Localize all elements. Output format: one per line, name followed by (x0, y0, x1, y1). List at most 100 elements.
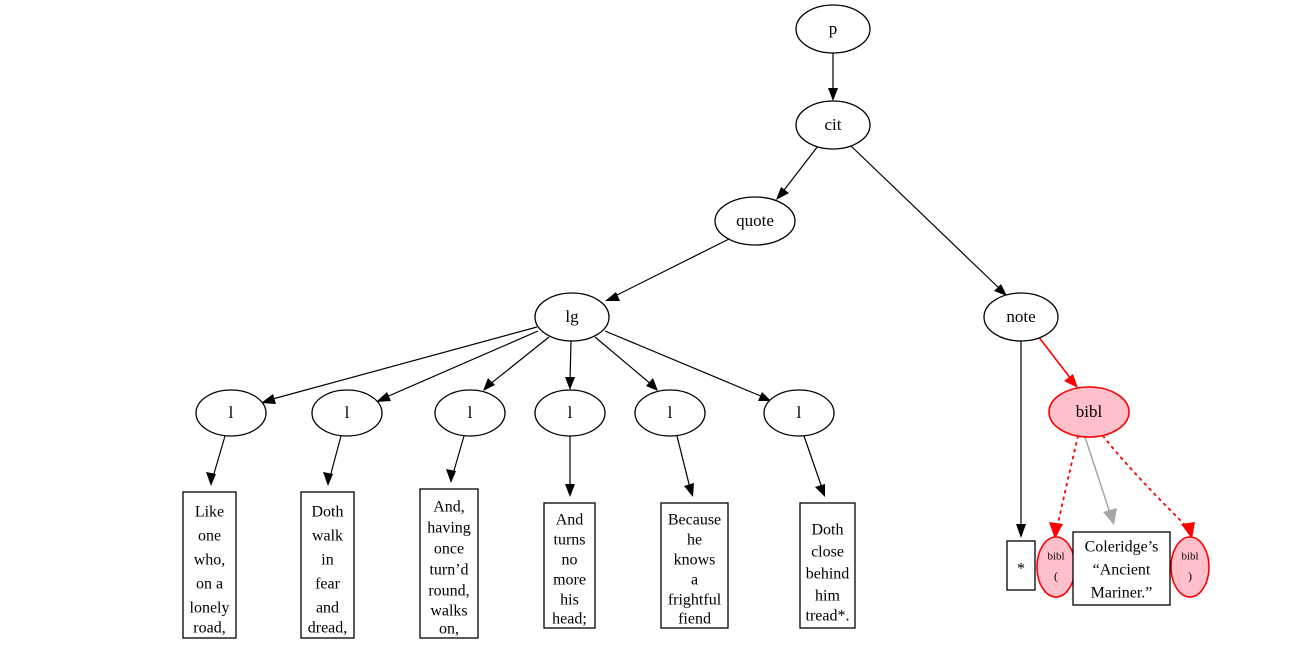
node-l1[interactable]: l (195, 389, 267, 437)
text-line: Coleridge’s (1085, 539, 1159, 556)
text-box-1[interactable]: Like one who, on a lonely road, (182, 491, 237, 639)
edge-lg-to-l5 (594, 336, 658, 391)
edge-note-to-marker (1016, 341, 1026, 538)
text-line: head; (552, 611, 587, 628)
edge-lg-to-l4 (565, 340, 575, 390)
edge-p-to-cit (828, 53, 838, 101)
node-cit[interactable]: cit (795, 100, 871, 150)
node-l4[interactable]: l (534, 389, 606, 437)
text-line: who, (194, 552, 226, 569)
text-line: walks (430, 603, 467, 620)
text-line: walk (312, 528, 343, 545)
text-box-4[interactable]: And turns no more his head; (543, 502, 596, 629)
node-bibl-close-paren: ) (1188, 569, 1192, 583)
node-quote-label: quote (736, 211, 774, 230)
text-line: “Ancient (1093, 562, 1151, 579)
edge-bibl-to-bibl-text (1084, 436, 1117, 525)
text-line: once (434, 541, 464, 558)
text-line: Like (195, 504, 224, 521)
text-line: frightful (668, 592, 722, 609)
node-l6[interactable]: l (763, 389, 835, 437)
edge-lg-to-l6 (604, 330, 771, 401)
edge-l6-to-text6 (803, 435, 825, 497)
text-line: fiend (678, 611, 711, 628)
node-l2-label: l (345, 403, 350, 422)
text-line: he (687, 532, 702, 549)
text-line: lonely (190, 600, 230, 617)
text-line: behind (806, 566, 850, 583)
edge-cit-to-quote (776, 145, 819, 200)
text-line: dread, (308, 620, 348, 637)
text-line: fear (315, 576, 341, 593)
node-bibl-close-label: bibl (1181, 551, 1198, 563)
text-line: turns (554, 532, 586, 549)
edge-quote-to-lg (605, 237, 732, 301)
node-layer: p cit quote note lg l (195, 4, 1210, 598)
text-line: And, (433, 499, 465, 516)
text-line: his (560, 592, 579, 609)
text-line: round, (428, 583, 469, 600)
edge-l3-to-text3 (446, 435, 465, 483)
text-line: Doth (812, 522, 844, 539)
edge-l2-to-text2 (323, 435, 342, 486)
node-p-label: p (829, 19, 838, 38)
node-quote[interactable]: quote (714, 196, 796, 246)
node-bibl[interactable]: bibl (1048, 386, 1130, 438)
edge-l1-to-text1 (206, 435, 226, 486)
text-line: Mariner.” (1091, 585, 1153, 602)
text-line: close (811, 544, 844, 561)
asterisk-marker: * (1017, 561, 1025, 578)
text-line: and (316, 600, 339, 617)
edge-l4-to-text4 (565, 436, 575, 497)
text-line: on, (439, 621, 459, 638)
node-l3[interactable]: l (434, 389, 506, 437)
bibl-text-box[interactable]: Coleridge’s “Ancient Mariner.” (1072, 531, 1171, 606)
text-line: Because (668, 512, 721, 529)
text-box-5[interactable]: Because he knows a frightful fiend (660, 502, 729, 629)
node-lg[interactable]: lg (534, 292, 610, 342)
node-bibl-open[interactable]: bibl ( (1036, 536, 1076, 598)
edge-lg-to-l2 (376, 330, 539, 402)
node-bibl-label: bibl (1076, 402, 1103, 421)
node-l1-label: l (229, 403, 234, 422)
node-l2[interactable]: l (311, 389, 383, 437)
node-note[interactable]: note (983, 292, 1059, 342)
node-bibl-open-label: bibl (1047, 551, 1064, 563)
node-bibl-close[interactable]: bibl ) (1170, 536, 1210, 598)
text-line: And (556, 512, 584, 529)
node-p[interactable]: p (795, 4, 871, 54)
text-box-2[interactable]: Doth walk in fear and dread, (300, 491, 355, 639)
text-line: a (691, 572, 698, 589)
text-line: knows (674, 552, 716, 569)
edge-cit-to-note (850, 145, 1007, 296)
edge-bibl-to-bibl-open (1049, 435, 1079, 539)
node-l6-label: l (797, 403, 802, 422)
edge-layer (206, 53, 1195, 539)
text-line: road, (193, 620, 225, 637)
edge-lg-to-l3 (483, 336, 550, 391)
node-note-label: note (1006, 307, 1035, 326)
node-l4-label: l (568, 403, 573, 422)
text-line: Doth (312, 504, 344, 521)
edge-bibl-to-bibl-close (1102, 435, 1195, 539)
text-line: one (198, 528, 221, 545)
text-box-layer: Like one who, on a lonely road, Doth wal… (182, 488, 1171, 639)
node-lg-label: lg (565, 307, 579, 326)
text-line: turn’d (429, 562, 468, 579)
edge-lg-to-l1 (261, 326, 538, 404)
edge-note-to-bibl (1037, 335, 1078, 388)
text-line: no (562, 552, 578, 569)
node-cit-label: cit (825, 115, 842, 134)
note-marker-box[interactable]: * (1006, 540, 1036, 591)
text-line: on a (196, 576, 223, 593)
node-l5-label: l (668, 403, 673, 422)
text-box-3[interactable]: And, having once turn’d round, walks on, (419, 488, 479, 639)
edge-l5-to-text5 (676, 435, 694, 497)
node-l5[interactable]: l (634, 389, 706, 437)
text-line: having (427, 520, 471, 537)
node-bibl-open-paren: ( (1054, 569, 1058, 583)
text-line: him (815, 588, 840, 605)
text-box-6[interactable]: Doth close behind him tread*. (799, 502, 856, 629)
text-line: more (553, 572, 586, 589)
